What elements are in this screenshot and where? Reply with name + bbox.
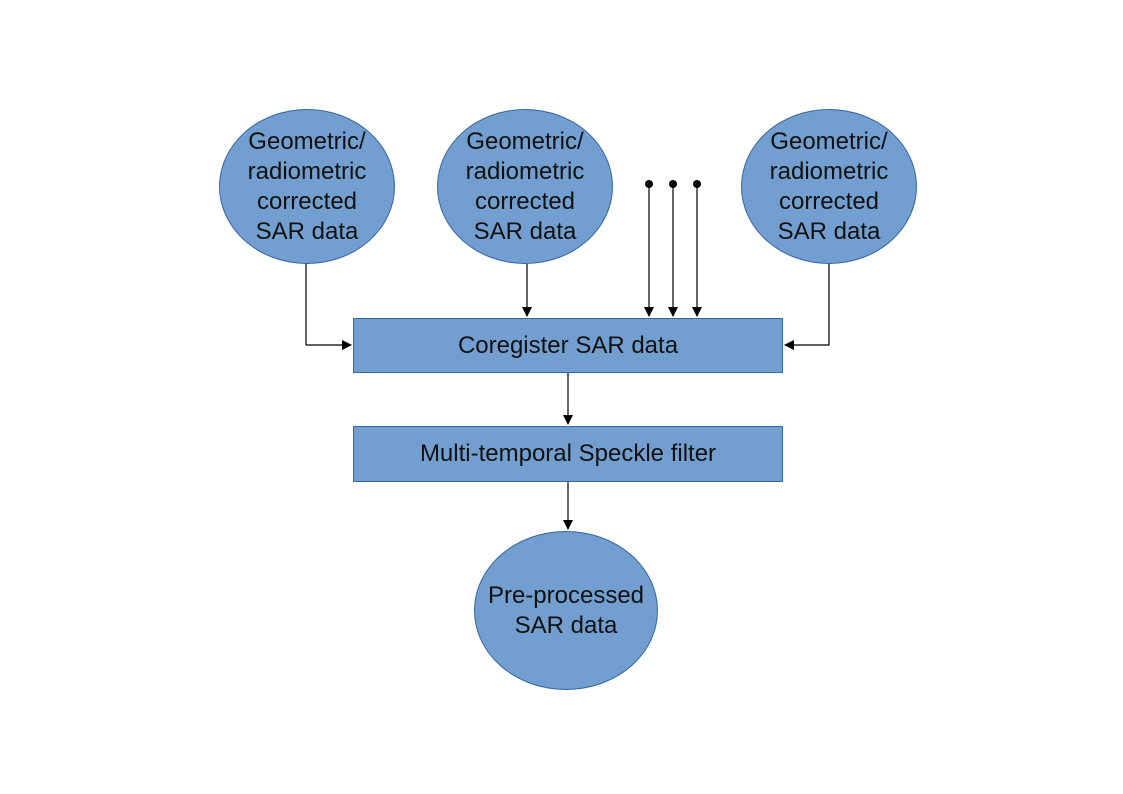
- process-coregister: Coregister SAR data: [353, 318, 783, 373]
- output-node-preprocessed-sar: Pre-processed SAR data: [474, 531, 658, 690]
- input-node-sar-data-1: Geometric/ radiometric corrected SAR dat…: [219, 109, 395, 264]
- edge-input-3-to-coregister: [784, 264, 830, 350]
- process-speckle-filter: Multi-temporal Speckle filter: [353, 426, 783, 482]
- input-node-sar-data-2: Geometric/ radiometric corrected SAR dat…: [437, 109, 613, 264]
- input-node-sar-data-3: Geometric/ radiometric corrected SAR dat…: [741, 109, 917, 264]
- edge-input-1-to-coregister: [305, 264, 352, 350]
- ellipsis-inputs: [644, 180, 702, 317]
